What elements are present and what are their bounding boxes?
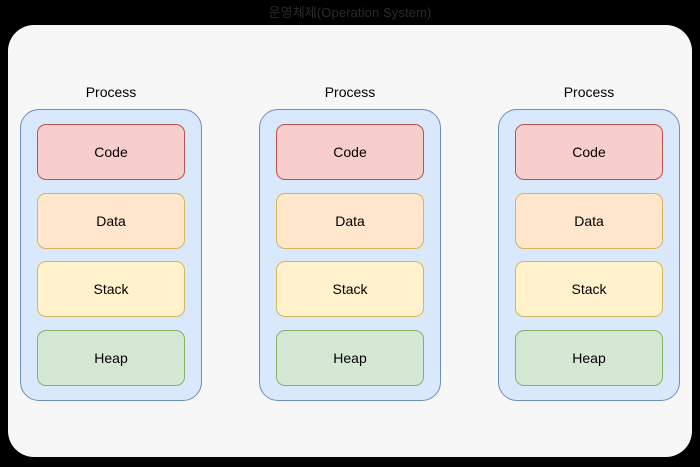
process-segment-code: Code (276, 124, 424, 180)
process-segment-heap: Heap (515, 329, 663, 386)
process-column-3: Process Code Data Stack Heap (498, 83, 680, 401)
process-container-2: Code Data Stack Heap (259, 109, 441, 401)
process-segment-data: Data (515, 192, 663, 249)
process-segment-code: Code (37, 124, 185, 180)
process-label: Process (85, 84, 137, 100)
process-segment-stack: Stack (276, 261, 424, 318)
process-column-1: Process Code Data Stack Heap (20, 83, 202, 401)
process-segment-data: Data (276, 192, 424, 249)
process-label: Process (324, 84, 376, 100)
process-segment-heap: Heap (37, 329, 185, 386)
process-label: Process (563, 84, 615, 100)
os-title: 운영체제(Operation System) (268, 5, 432, 20)
process-segment-code: Code (515, 124, 663, 180)
process-row: Process Code Data Stack Heap Process Cod… (8, 25, 692, 457)
process-container-3: Code Data Stack Heap (498, 109, 680, 401)
process-column-2: Process Code Data Stack Heap (259, 83, 441, 401)
process-segment-data: Data (37, 192, 185, 249)
process-container-1: Code Data Stack Heap (20, 109, 202, 401)
os-panel: Process Code Data Stack Heap Process Cod… (8, 25, 692, 457)
process-segment-stack: Stack (37, 261, 185, 318)
process-segment-heap: Heap (276, 329, 424, 386)
process-segment-stack: Stack (515, 261, 663, 318)
